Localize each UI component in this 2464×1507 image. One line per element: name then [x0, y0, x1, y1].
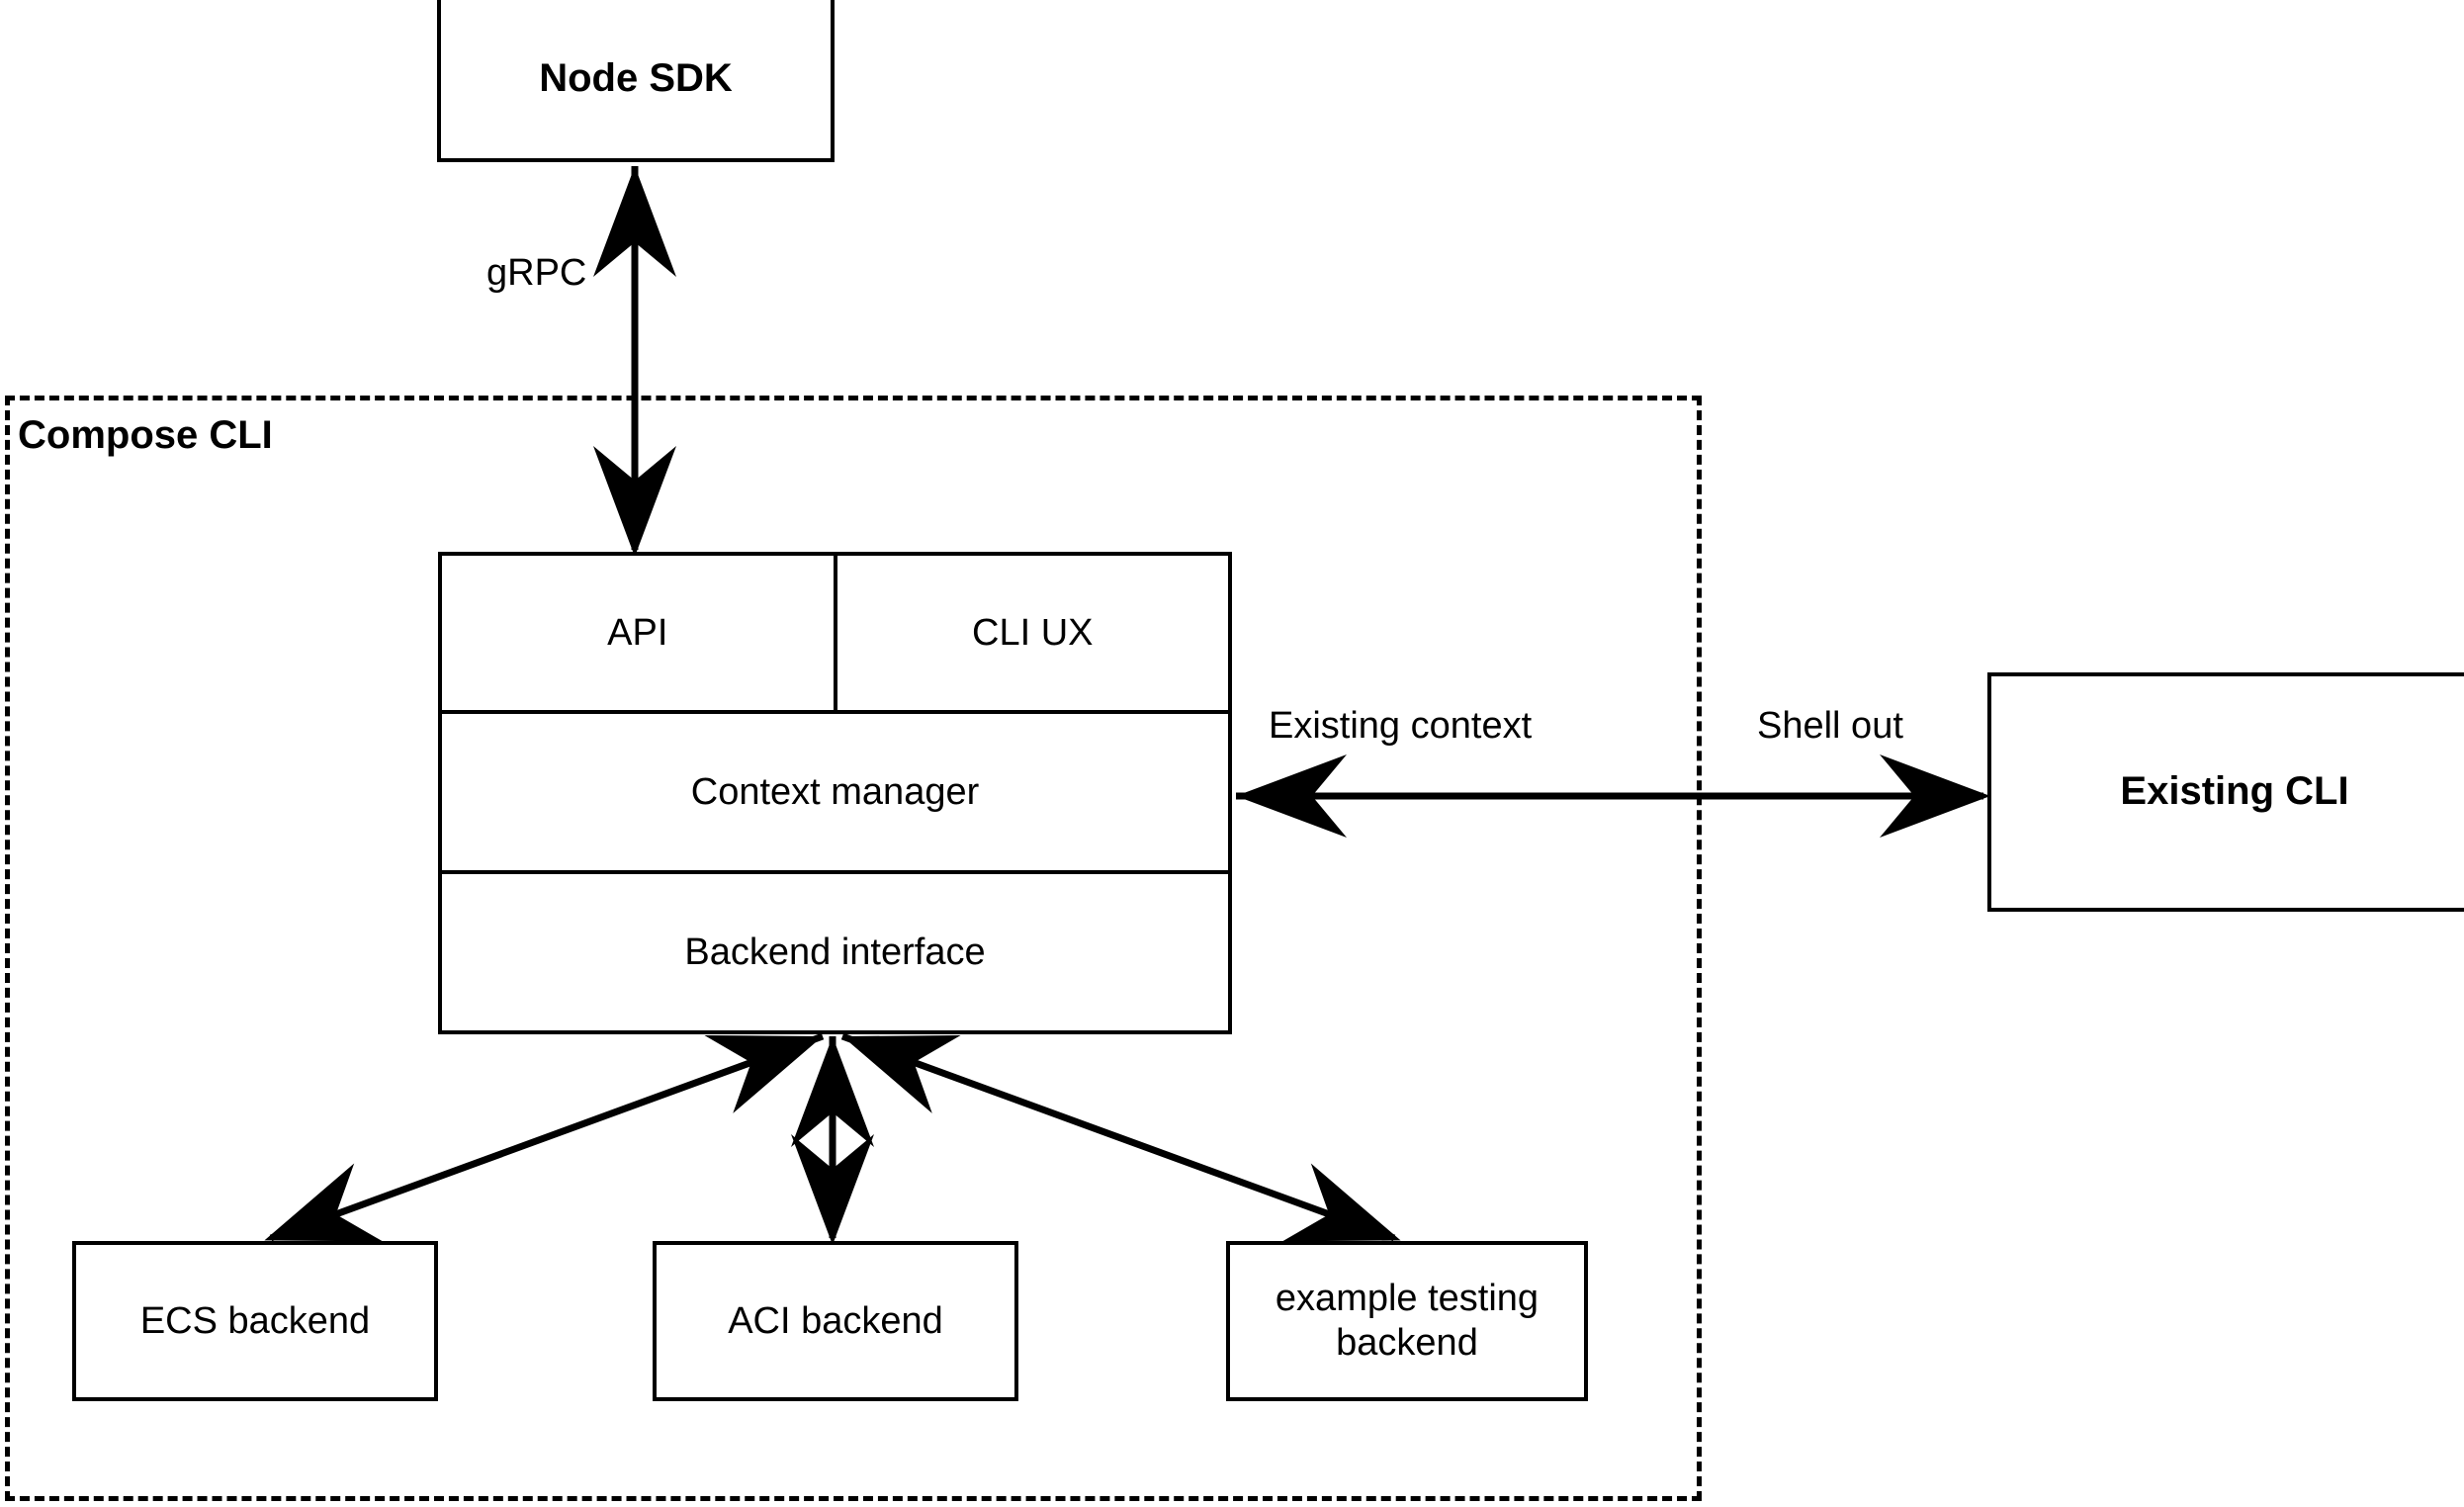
stack-row-api-cliux: API CLI UX: [442, 556, 1228, 714]
context-manager-label: Context manager: [690, 770, 980, 813]
example-testing-backend-label-line2: backend: [1336, 1322, 1478, 1364]
stack-row-backend-interface[interactable]: Backend interface: [442, 874, 1228, 1030]
edge-backend-example: [840, 1032, 1401, 1242]
existing-cli-box[interactable]: Existing CLI: [1987, 672, 2464, 912]
ecs-backend-label: ECS backend: [139, 1299, 371, 1342]
cli-ux-label: CLI UX: [972, 611, 1094, 654]
example-testing-backend-box[interactable]: example testing backend: [1226, 1241, 1588, 1401]
edge-label-existing-context: Existing context: [1269, 705, 1533, 747]
stack-cell-cli-ux[interactable]: CLI UX: [837, 556, 1229, 710]
backend-interface-label: Backend interface: [684, 931, 986, 973]
compose-cli-group-boundary: [5, 396, 1702, 1501]
stack-row-context-manager[interactable]: Context manager: [442, 714, 1228, 874]
compose-cli-group-label: Compose CLI: [18, 413, 273, 457]
api-label: API: [607, 611, 668, 654]
existing-cli-label: Existing CLI: [2120, 769, 2349, 814]
stack-cell-api[interactable]: API: [442, 556, 837, 710]
compose-cli-stack: API CLI UX Context manager Backend inter…: [438, 552, 1232, 1034]
example-testing-backend-label: example testing backend: [1266, 1277, 1548, 1366]
edge-backend-ecs: [264, 1032, 825, 1242]
node-sdk-box[interactable]: Node SDK: [437, 0, 835, 162]
ecs-backend-box[interactable]: ECS backend: [72, 1241, 438, 1401]
aci-backend-label: ACI backend: [728, 1299, 943, 1342]
edge-label-shell-out: Shell out: [1757, 705, 1903, 747]
node-sdk-label: Node SDK: [539, 56, 733, 101]
edge-label-grpc: gRPC: [486, 252, 587, 294]
example-testing-backend-label-line1: example testing: [1275, 1278, 1540, 1320]
aci-backend-box[interactable]: ACI backend: [653, 1241, 1018, 1401]
